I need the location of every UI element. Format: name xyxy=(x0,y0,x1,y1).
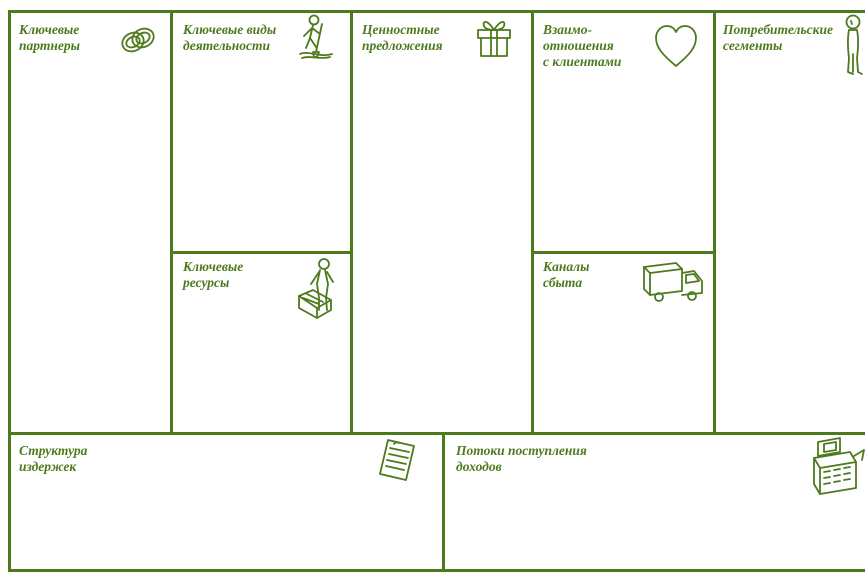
document-icon xyxy=(378,438,418,482)
value-propositions-title: Ценностные предложения xyxy=(362,22,443,53)
customer-relationships-title: Взаимо- отношения с клиентами xyxy=(543,22,622,69)
key-partners-title: Ключевые партнеры xyxy=(19,22,80,53)
cost-structure-title: Структура издержек xyxy=(19,443,88,474)
key-resources-title: Ключевые ресурсы xyxy=(183,259,244,290)
rings-icon xyxy=(118,24,158,56)
channels-title: Каналы сбыта xyxy=(543,259,590,290)
key-activities-title: Ключевые виды деятельности xyxy=(183,22,277,53)
block-value-propositions xyxy=(350,10,534,435)
customer-segments-title: Потребительские сегменты xyxy=(723,22,833,53)
block-key-partners xyxy=(8,10,173,435)
cash-register-icon xyxy=(810,436,865,500)
truck-icon xyxy=(642,261,704,303)
revenue-streams-title: Потоки поступления доходов xyxy=(456,443,587,474)
digging-person-icon xyxy=(296,14,336,60)
person-icon xyxy=(843,14,863,78)
person-with-box-icon xyxy=(297,254,339,320)
gift-icon xyxy=(474,14,514,58)
heart-icon xyxy=(654,24,698,68)
